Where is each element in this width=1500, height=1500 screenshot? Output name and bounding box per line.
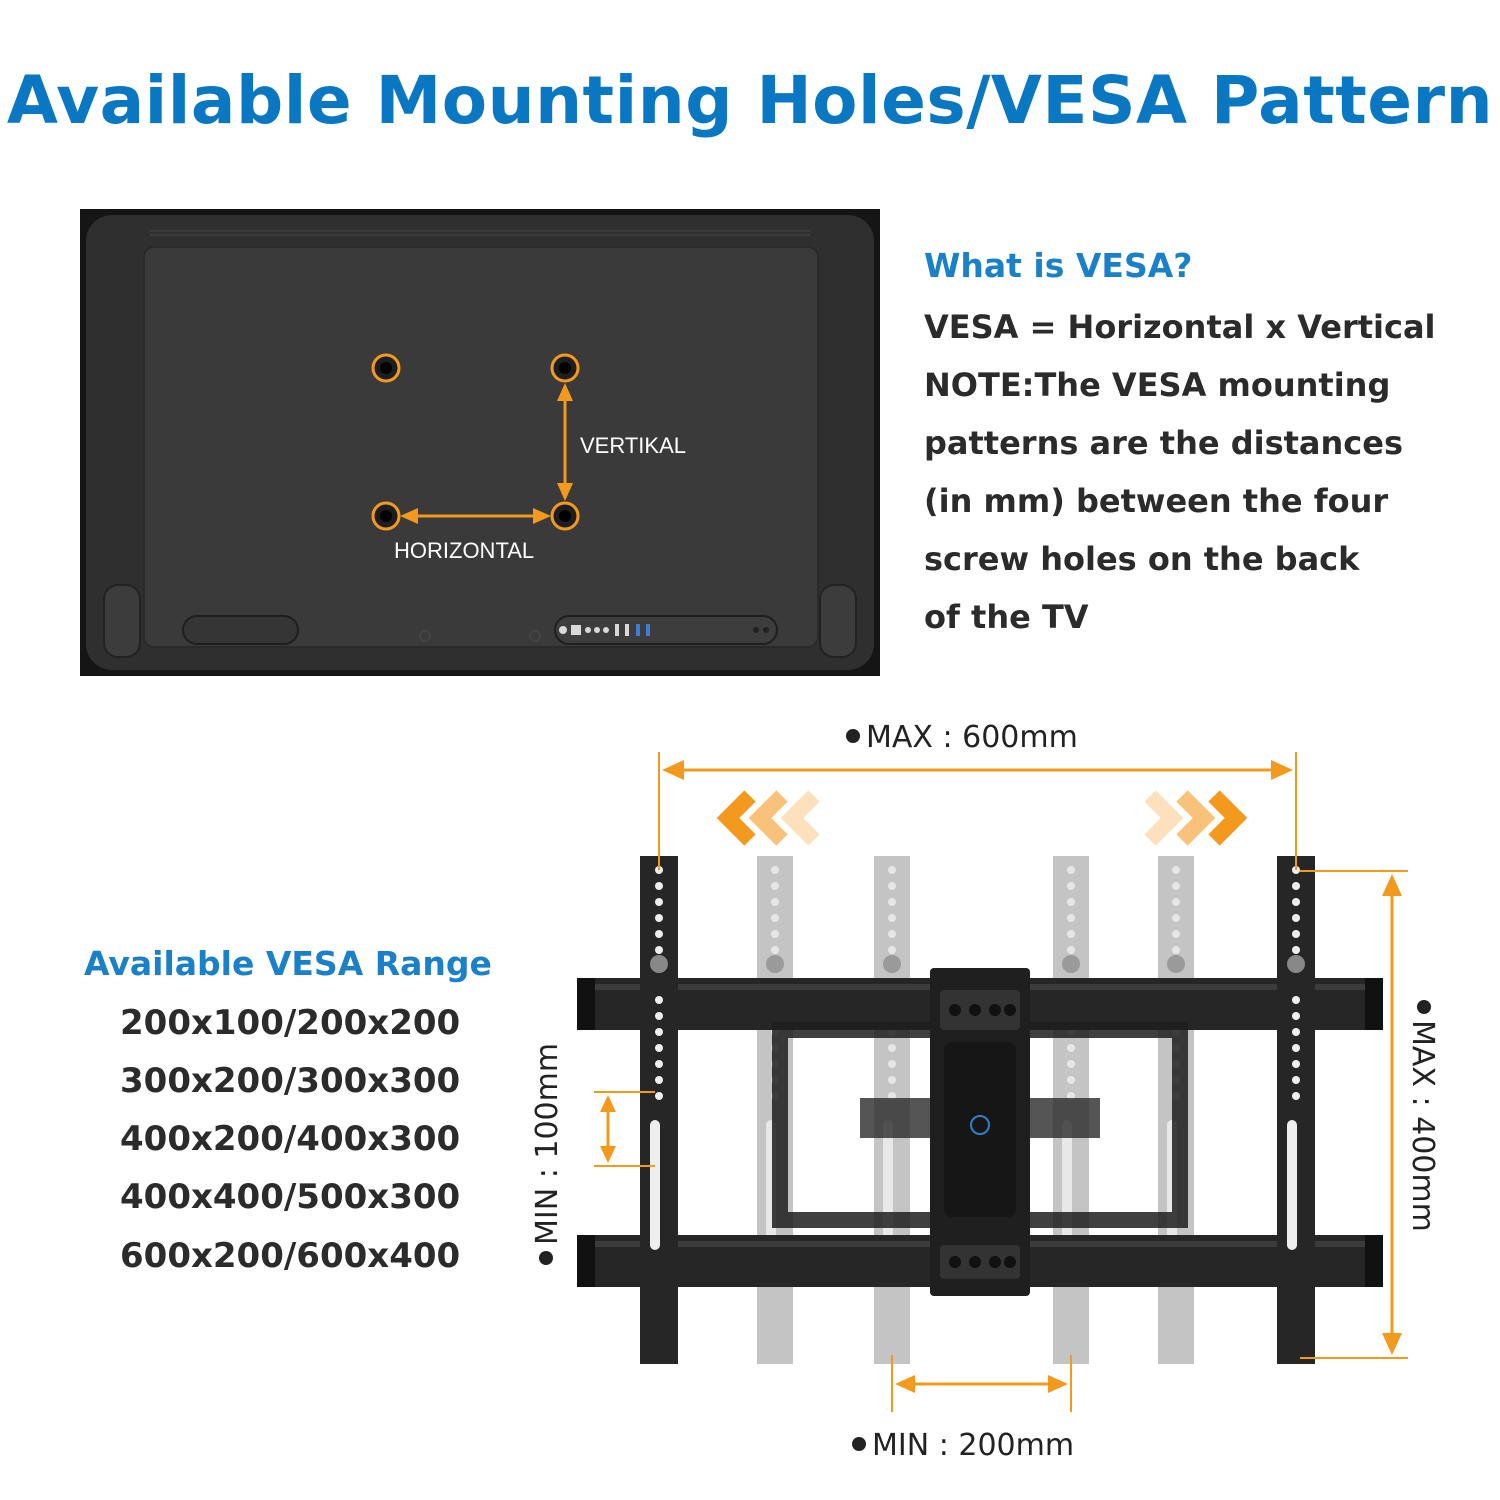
left-bracket-arm — [640, 856, 678, 1364]
min-vertical-dimension-arrow — [594, 1091, 655, 1167]
max-vertical-dimension-arrow — [1300, 870, 1408, 1359]
info-line: patterns are the distances — [924, 424, 1403, 462]
top-rail — [577, 978, 1383, 1030]
horizontal-label: HORIZONTAL — [394, 538, 534, 563]
info-heading: What is VESA? — [924, 246, 1193, 285]
vertical-label: VERTIKAL — [580, 433, 686, 458]
horizontal-arrow-icon — [400, 508, 551, 524]
info-line: NOTE:The VESA mounting — [924, 366, 1391, 404]
bottom-rail — [577, 1235, 1383, 1287]
max-horizontal-label: MAX : 600mm — [846, 720, 1078, 755]
bullet-icon — [846, 728, 860, 743]
ghost-bracket-arm — [757, 856, 793, 1364]
tv-back-illustration: VERTIKAL HORIZONTAL — [80, 209, 880, 676]
center-wall-plate — [930, 968, 1030, 1296]
max-horizontal-dimension-arrow — [658, 752, 1297, 870]
vertical-arrow-icon — [557, 383, 573, 501]
min-horizontal-dimension-arrow — [891, 1355, 1072, 1412]
range-item: 400x400/500x300 — [120, 1177, 461, 1217]
bullet-icon — [1417, 1000, 1432, 1014]
range-item: 600x200/600x400 — [120, 1236, 461, 1276]
info-line: VESA = Horizontal x Vertical — [924, 308, 1436, 346]
ghost-bracket-arm — [874, 856, 910, 1364]
min-horizontal-label: MIN : 200mm — [852, 1428, 1074, 1463]
range-heading: Available VESA Range — [84, 944, 492, 983]
ghost-bracket-arm — [1053, 856, 1089, 1364]
ghost-bracket-arm — [1158, 856, 1194, 1364]
chevron-left-icon — [716, 790, 820, 846]
range-item: 200x100/200x200 — [120, 1003, 461, 1043]
right-bracket-arm — [1277, 856, 1315, 1364]
chevron-right-icon — [1144, 790, 1248, 846]
min-vertical-label: MIN : 100mm — [530, 1043, 565, 1265]
range-item: 400x200/400x300 — [120, 1119, 461, 1159]
bullet-icon — [852, 1436, 866, 1451]
info-line: (in mm) between the four — [924, 482, 1389, 520]
bullet-icon — [538, 1251, 553, 1265]
mounting-hole — [371, 501, 401, 531]
mounting-hole — [550, 501, 580, 531]
info-line: screw holes on the back — [924, 540, 1360, 578]
mounting-hole — [371, 353, 401, 383]
range-item: 300x200/300x300 — [120, 1061, 461, 1101]
max-vertical-label: MAX : 400mm — [1405, 1000, 1440, 1232]
mounting-hole — [550, 353, 580, 383]
info-line: of the TV — [924, 598, 1089, 636]
brand-logo-icon — [970, 1115, 990, 1135]
page-title: Available Mounting Holes/VESA Pattern — [6, 62, 1494, 139]
